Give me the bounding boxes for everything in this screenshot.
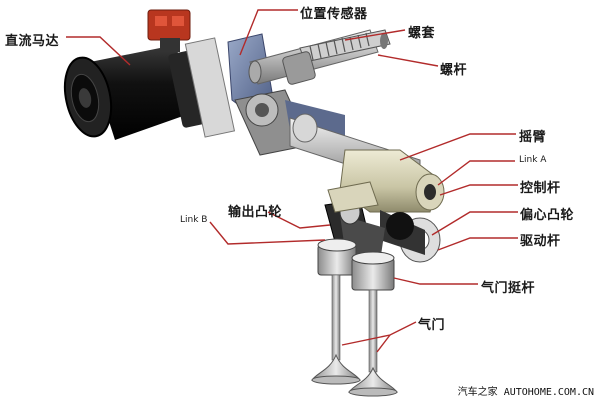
valve-tappets [317, 238, 395, 291]
leader-nut-sleeve [344, 29, 406, 41]
motor-connector [147, 9, 191, 52]
label-screw-rod: 螺杆 [440, 63, 468, 78]
label-output-cam: 输出凸轮 [228, 205, 283, 220]
label-drive-rod: 驱动杆 [520, 234, 561, 249]
leader-rocker-arm [399, 133, 516, 161]
label-dc-motor: 直流马达 [5, 34, 60, 49]
leader-valve-2 [376, 334, 391, 353]
watermark: 汽车之家 AUTOHOME.COM.CN [457, 387, 594, 398]
valves [310, 274, 399, 397]
leader-drive-rod [437, 237, 518, 251]
label-valve-tappet: 气门挺杆 [481, 281, 536, 296]
leader-valve-tappet [393, 277, 478, 285]
label-position-sensor: 位置传感器 [300, 7, 368, 22]
leader-link-a [437, 160, 515, 186]
label-nut-sleeve: 螺套 [408, 26, 436, 41]
label-control-rod: 控制杆 [520, 181, 561, 196]
eccentric-cam [380, 210, 441, 263]
leader-output-cam [267, 211, 331, 229]
label-eccentric-cam: 偏心凸轮 [520, 208, 575, 223]
leader-screw-rod [377, 54, 439, 67]
leader-dc-motor [66, 36, 131, 66]
leader-link-b [209, 221, 326, 245]
label-link-b: Link B [180, 215, 208, 225]
leader-lines [66, 9, 518, 353]
screw-assembly [248, 29, 391, 85]
leader-control-rod [439, 184, 518, 196]
leader-position-sensor [239, 9, 298, 56]
label-rocker-arm: 摇臂 [519, 130, 547, 145]
leader-eccentric-cam [431, 211, 518, 236]
label-valve: 气门 [418, 318, 446, 333]
dc-motor [63, 37, 236, 140]
leader-valve-1 [341, 321, 417, 346]
label-link-a: Link A [519, 155, 547, 165]
